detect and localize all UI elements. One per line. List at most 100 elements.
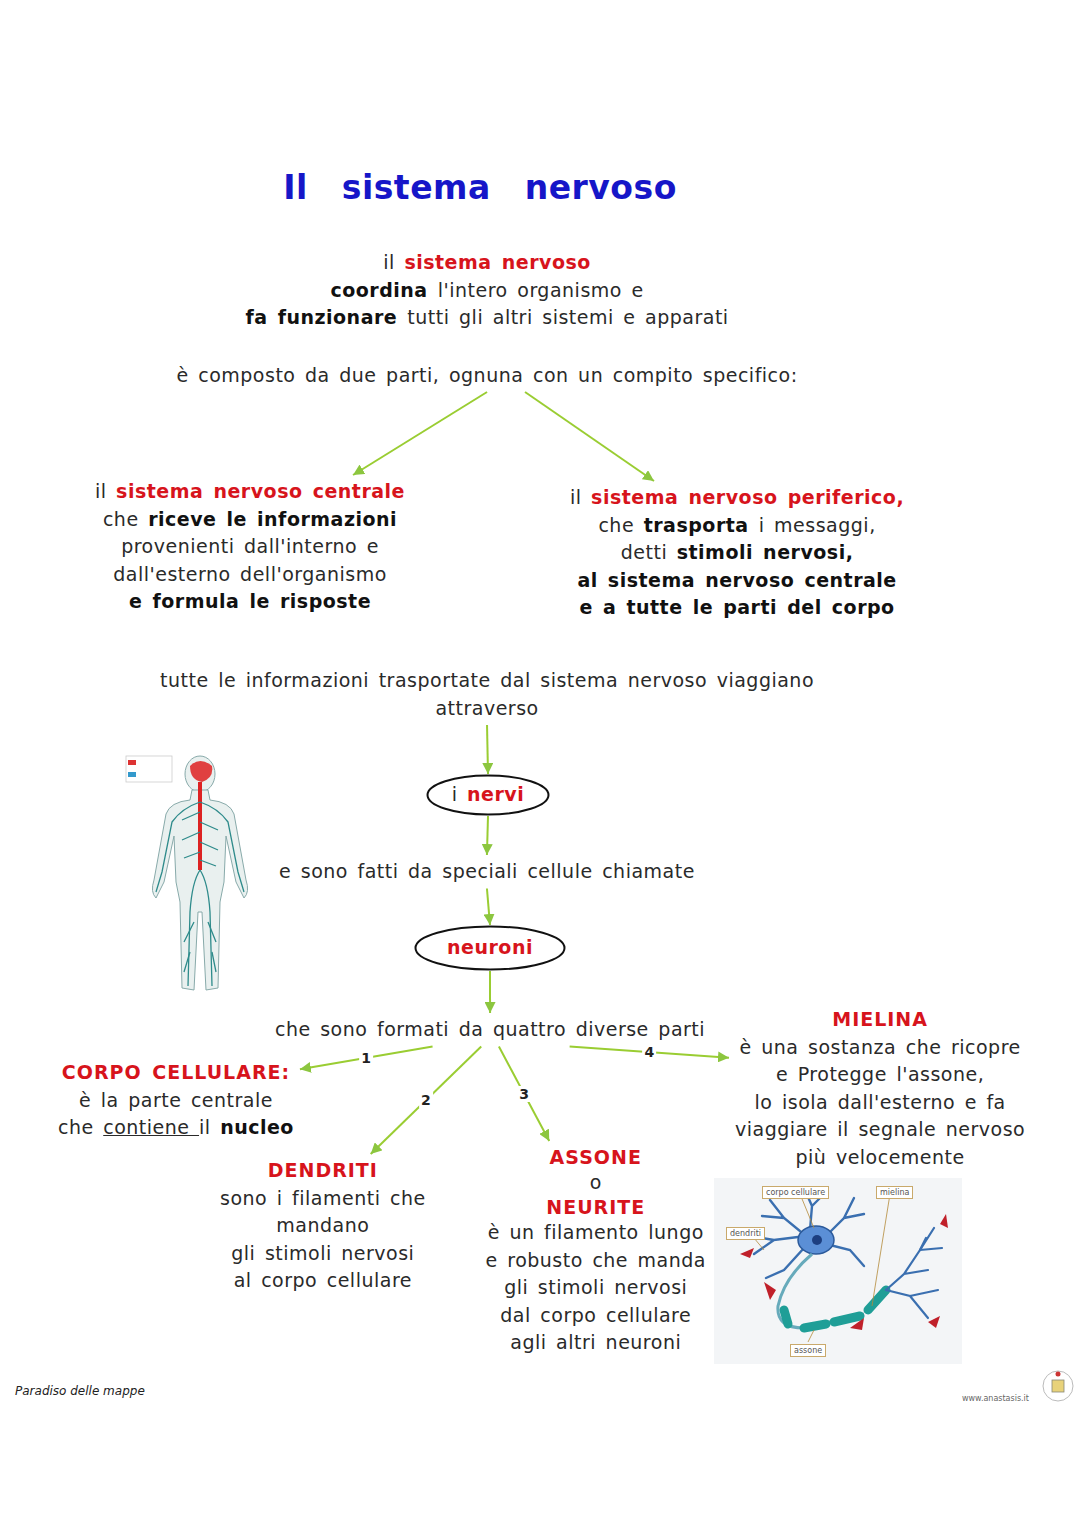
word: cellulare [606, 1304, 691, 1326]
part-box: ASSONE oNEURITEè un filamento lungo e rob… [480, 1141, 713, 1360]
word: tutti [407, 306, 459, 328]
word: un [509, 1221, 544, 1243]
word: DENDRITI [268, 1159, 378, 1181]
word: manda [638, 1249, 706, 1271]
axon-terminals [886, 1228, 942, 1318]
link-text: che sono formati da quattro diverse part… [269, 1013, 711, 1047]
word: tutte [160, 669, 218, 691]
watermark: www.anastasis.it [962, 1394, 1029, 1403]
word: risposte [280, 590, 371, 612]
word: provenienti [121, 535, 244, 557]
word: altri [556, 1331, 606, 1353]
word: centrale [804, 569, 896, 591]
word: trasportate [379, 669, 501, 691]
word: filamento [544, 1221, 648, 1243]
word: che [58, 1116, 103, 1138]
word: tutte [626, 596, 692, 618]
word: gli [504, 1276, 538, 1298]
word: sistema [608, 569, 705, 591]
callout-number: 1 [359, 1050, 373, 1066]
word: formula [152, 590, 249, 612]
word: compito [613, 364, 703, 386]
connector-arrow [499, 1047, 549, 1142]
callout-number: 2 [419, 1092, 433, 1108]
intro-text: il sistema nervoso coordina l'intero org… [171, 246, 804, 392]
part-box: DENDRITIsono i filamenti che mandano gli… [214, 1154, 432, 1298]
link-text: tutte le informazioni trasportate dal si… [154, 664, 820, 725]
word: che [598, 514, 643, 536]
word: apparati [645, 306, 729, 328]
signal-arrows [740, 1214, 948, 1330]
word: ASSONE [550, 1146, 642, 1168]
word: nervoso [628, 669, 717, 691]
word: il [95, 480, 116, 502]
word: da [459, 1018, 493, 1040]
node-text: è un filamento lungo e robusto che manda… [486, 1219, 707, 1357]
node-text: è una sostanza che ricopre e Protegge l'… [735, 1034, 1025, 1172]
word: viaggiare [735, 1118, 837, 1140]
part-heading: NEURITE [486, 1195, 707, 1219]
axon [778, 1254, 864, 1328]
word: detti [621, 541, 677, 563]
word: corpo [540, 1304, 606, 1326]
word: e [579, 596, 603, 618]
word: periferico, [788, 486, 904, 508]
word: dall'esterno [838, 1091, 965, 1113]
callout-number: 4 [642, 1044, 656, 1060]
word: quattro [493, 1018, 576, 1040]
word: dall'esterno [113, 563, 240, 585]
word: sono [320, 1018, 377, 1040]
connector-arrow [353, 392, 487, 475]
word: l'assone, [896, 1063, 984, 1085]
word: sostanza [808, 1036, 906, 1058]
word: nervosi [614, 1276, 687, 1298]
word: il [570, 486, 591, 508]
word: fatti [357, 860, 408, 882]
word: due [339, 364, 386, 386]
node-text: il sistema nervoso centrale che riceve l… [95, 478, 405, 616]
word: riceve [148, 508, 226, 530]
word: il [383, 251, 404, 273]
callout-number: 3 [517, 1086, 531, 1102]
word: sistemi [542, 306, 623, 328]
word: che [390, 1187, 426, 1209]
word: mandano [276, 1214, 369, 1236]
word: nervosi [341, 1242, 414, 1264]
connector-arrow [525, 392, 654, 481]
body-illustration [122, 752, 262, 997]
word: diverse [576, 1018, 659, 1040]
word: parti [723, 596, 787, 618]
leader-lines [754, 1194, 890, 1342]
word: CORPO [62, 1061, 152, 1083]
word: il [837, 1118, 858, 1140]
link-text: e sono fatti da speciali cellule chiamat… [273, 855, 701, 889]
part-box: CORPO CELLULARE:è la parte centrale che … [52, 1056, 300, 1145]
word: nucleo [220, 1116, 294, 1138]
word: e [129, 590, 153, 612]
word: nervoso [502, 251, 591, 273]
word: è [739, 1036, 761, 1058]
word: è [79, 1089, 101, 1111]
word: ognuna [449, 364, 533, 386]
word: al [234, 1269, 261, 1291]
word: sistema [591, 486, 688, 508]
word: le [218, 669, 246, 691]
connector-arrow [486, 725, 489, 774]
word: dal [500, 1304, 540, 1326]
word: e [776, 1063, 798, 1085]
node-text: tutte le informazioni trasportate dal si… [160, 667, 814, 722]
word: chiamate [602, 860, 695, 882]
node-text: è composto da due parti, ognuna con un c… [177, 362, 798, 390]
word: isola [782, 1091, 838, 1113]
word: centrale [313, 480, 405, 502]
word: sono [301, 860, 358, 882]
word: ricopre [951, 1036, 1021, 1058]
word: o [590, 1171, 602, 1193]
word: del [787, 596, 832, 618]
brain [190, 761, 212, 782]
word: velocemente [836, 1146, 965, 1168]
connector-arrow [487, 889, 490, 926]
word: dal [500, 669, 540, 691]
word: nervoso [705, 569, 804, 591]
